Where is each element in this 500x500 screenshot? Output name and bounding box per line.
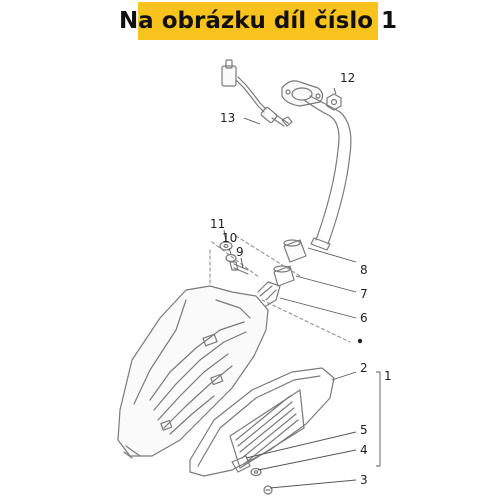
pipe-sleeve-8 — [283, 239, 307, 263]
callout-5: 5 — [360, 423, 368, 437]
callout-3: 3 — [360, 473, 368, 487]
nut-12 — [326, 93, 342, 111]
reference-dot — [357, 338, 363, 344]
callout-12: 12 — [340, 71, 355, 85]
callout-10: 10 — [222, 231, 237, 245]
callout-8: 8 — [360, 263, 368, 277]
callout-2: 2 — [360, 361, 368, 375]
callout-7: 7 — [360, 287, 368, 301]
callout-13: 13 — [220, 111, 235, 125]
part-banner: Na obrázku díl číslo 1 — [119, 2, 397, 40]
callout-9: 9 — [236, 245, 244, 259]
leader-lines — [223, 87, 381, 489]
callout-1: 1 — [384, 369, 392, 383]
screw-3 — [263, 485, 273, 495]
washer-4 — [250, 467, 262, 477]
washer-10 — [225, 253, 237, 263]
lambda-sensor — [221, 59, 293, 127]
callout-11: 11 — [210, 217, 225, 231]
callout-labels: 1 2 3 4 5 6 7 8 9 10 11 12 13 — [210, 71, 392, 487]
callout-4: 4 — [360, 443, 368, 457]
bolt-9 — [229, 261, 249, 275]
assembly-guides — [209, 235, 351, 343]
silencer-body — [117, 281, 281, 459]
callout-6: 6 — [360, 311, 368, 325]
banner-text: Na obrázku díl číslo 1 — [118, 8, 398, 34]
gasket-7 — [273, 265, 295, 287]
exhaust-pipe — [303, 95, 352, 251]
bracket-5 — [231, 455, 251, 473]
exhaust-flange — [281, 80, 324, 107]
heat-shield-2 — [189, 367, 335, 477]
